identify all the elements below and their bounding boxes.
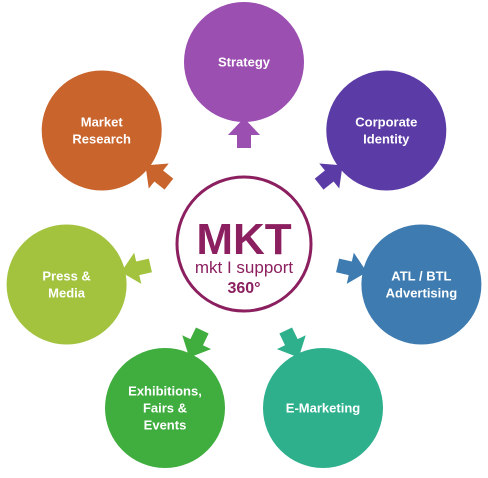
arrow-to-market-research — [145, 163, 174, 190]
node-circle-corporate-identity — [326, 70, 447, 191]
node-label-strategy: Strategy — [218, 55, 271, 70]
node-label-market-research: Market — [81, 115, 124, 130]
node-label-exhibitions-fairs-events: Fairs & — [143, 401, 187, 416]
node-circle-market-research — [41, 70, 162, 191]
center-circle — [175, 175, 313, 313]
node-press-media: Press & Media — [6, 224, 127, 345]
node-label-atl-btl-advertising: Advertising — [386, 286, 458, 301]
node-circle-press-media — [6, 224, 127, 345]
node-label-press-media: Media — [48, 286, 86, 301]
node-circle-e-marketing — [263, 348, 383, 468]
node-circle-exhibitions-fairs-events — [105, 348, 225, 468]
node-atl-btl-advertising: ATL / BTL Advertising — [361, 224, 482, 345]
arrow-to-press-media — [121, 252, 152, 284]
node-label-press-media: Press & — [42, 269, 90, 284]
arrow-to-corporate-identity — [314, 163, 343, 190]
node-label-exhibitions-fairs-events: Events — [144, 418, 187, 433]
node-label-market-research: Research — [72, 132, 131, 147]
node-circle-atl-btl-advertising — [361, 224, 482, 345]
center-subtitle: mkt I support — [195, 258, 294, 277]
arrow-to-e-marketing — [276, 327, 306, 358]
node-e-marketing: E-Marketing — [263, 348, 383, 468]
node-label-e-marketing: E-Marketing — [286, 401, 360, 416]
arrow-to-atl-btl-advertising — [336, 252, 367, 284]
node-label-exhibitions-fairs-events: Exhibitions, — [128, 384, 202, 399]
node-exhibitions-fairs-events: Exhibitions, Fairs & Events — [105, 348, 225, 468]
node-label-corporate-identity: Corporate — [355, 115, 417, 130]
arrows-layer — [121, 118, 367, 358]
center-title: MKT — [196, 215, 291, 264]
node-circle-strategy — [184, 2, 304, 122]
arrow-to-strategy — [228, 118, 260, 148]
node-label-corporate-identity: Identity — [363, 132, 410, 147]
node-label-atl-btl-advertising: ATL / BTL — [391, 269, 451, 284]
center-degree: 360° — [227, 280, 260, 297]
center-hub: MKT mkt I support 360° — [175, 175, 313, 313]
arrow-to-exhibitions-fairs-events — [182, 327, 212, 358]
node-strategy: Strategy — [184, 2, 304, 122]
